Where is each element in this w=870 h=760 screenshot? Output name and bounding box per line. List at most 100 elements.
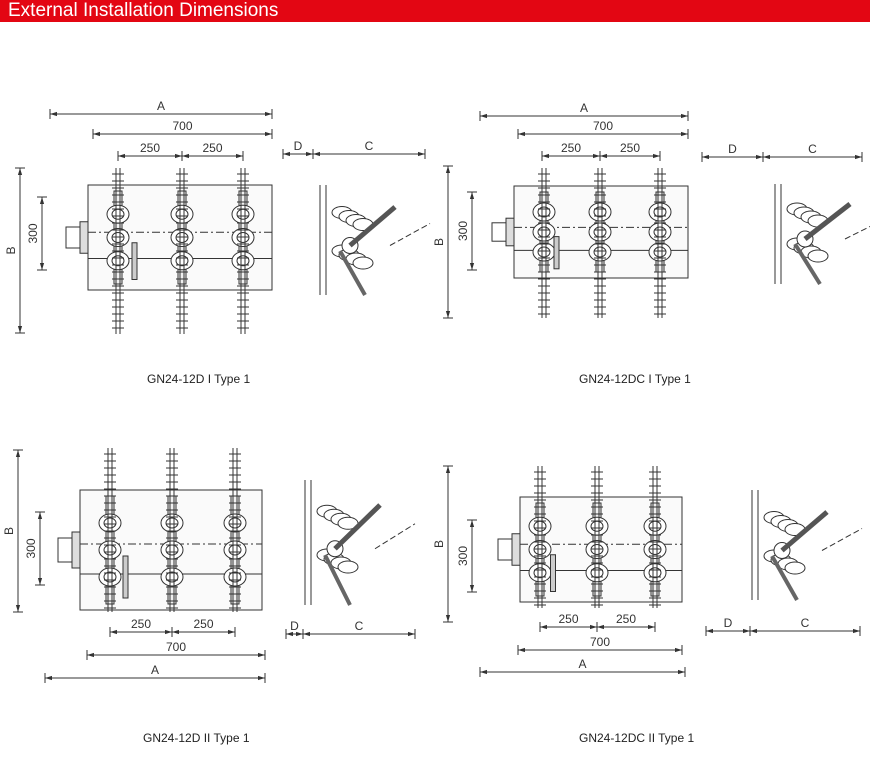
tr-front-pole-3-insulator-core [653, 206, 667, 218]
tr-front-handle-box [491, 222, 507, 242]
tr-dim-a-label: A [580, 101, 588, 115]
tr-front-pole-3-insulator [648, 222, 672, 242]
bl-front-pole-2-insulator [160, 513, 184, 533]
tr-front-operator [505, 217, 515, 247]
br-side-conductor [821, 528, 863, 551]
br-front-earth-blade [550, 554, 556, 592]
br-side-blade [780, 510, 829, 553]
tl-front-pole-2-insulator-core [175, 255, 189, 267]
br-front-pole-2-insulator [585, 563, 609, 583]
bl-side-conductor [374, 523, 416, 550]
tr-dim-700-label: 700 [593, 119, 613, 133]
bl-dim-d-label: D [290, 619, 299, 633]
tr-front-pole-2-insulator [588, 242, 612, 262]
tl-side-conductor [389, 223, 431, 246]
br-front-pole-3-insulator-core [648, 567, 662, 579]
tr-side-conductor [844, 225, 870, 240]
header-title: External Installation Dimensions [8, 0, 279, 21]
tl-front-pole-3-insulator-core [236, 255, 250, 267]
caption-gn24-12d-i: GN24-12D I Type 1 [147, 372, 251, 386]
tl-front-pole-3-insulator [231, 204, 255, 224]
tr-side-insulator [807, 249, 829, 263]
bl-dim-250b-label: 250 [193, 617, 213, 631]
bl-dim-c-label: C [355, 619, 364, 633]
bl-front-pole-3-insulator [223, 513, 247, 533]
tr-dim-c-label: C [808, 142, 817, 156]
br-side-earth-arm [770, 555, 799, 601]
tr-front-pole-3-insulator [648, 242, 672, 262]
tr-front-pole-1-insulator-core [537, 246, 551, 258]
bl-front-pole-3-insulator-core [228, 517, 242, 529]
tl-front-operator [79, 221, 89, 254]
br-dim-700-label: 700 [590, 635, 610, 649]
tl-dim-b-label: B [4, 246, 18, 254]
tl-side-earth-arm [338, 250, 367, 296]
tl-front-pole-1-insulator-core [111, 255, 125, 267]
tl-dim-700-label: 700 [172, 119, 192, 133]
br-front-pole-1-insulator [528, 563, 552, 583]
tr-front-pole-1-insulator [532, 202, 556, 222]
tl-side-insulator [352, 256, 374, 270]
tl-dim-250a-label: 250 [140, 141, 160, 155]
tr-front-pole-2-insulator [588, 202, 612, 222]
caption-gn24-12dc-i: GN24-12DC I Type 1 [579, 372, 691, 386]
br-dim-d-label: D [724, 616, 733, 630]
br-dim-250b-label: 250 [616, 612, 636, 626]
bl-side-blade [333, 503, 382, 551]
br-front-pole-1-insulator-core [533, 567, 547, 579]
bl-front-earth-blade [122, 555, 129, 599]
br-dim-a-label: A [578, 657, 586, 671]
tl-dim-250b-label: 250 [202, 141, 222, 155]
tr-side-blade [803, 202, 852, 241]
tl-front-pole-1-insulator [106, 251, 130, 271]
tr-front-earth-blade [553, 236, 560, 270]
tl-front-pole-3-insulator [231, 251, 255, 271]
br-front-pole-3-insulator [643, 563, 667, 583]
tl-front-earth-blade [131, 242, 138, 280]
br-dim-300-label: 300 [456, 546, 470, 566]
tr-front-pole-1-insulator [532, 222, 556, 242]
tl-dim-c-label: C [365, 139, 374, 153]
bl-dim-300-label: 300 [24, 538, 38, 558]
bl-front-pole-1-insulator-core [103, 517, 117, 529]
header-banner: External Installation Dimensions [0, 0, 870, 22]
tr-front-pole-2-insulator-core [593, 246, 607, 258]
tl-front-handle-box [65, 226, 81, 249]
tl-dim-a-label: A [157, 99, 165, 113]
br-front-pole-1-insulator [528, 516, 552, 536]
bl-front-pole-3-insulator-core [228, 571, 242, 583]
caption-gn24-12dc-ii: GN24-12DC II Type 1 [579, 731, 695, 745]
br-side-insulator [784, 561, 806, 575]
bl-side-earth-arm [323, 554, 352, 606]
br-front-handle-box [497, 538, 513, 561]
bl-front-pole-2-insulator [160, 540, 184, 560]
tr-front-pole-2-insulator-core [593, 206, 607, 218]
bl-front-pole-3-insulator [223, 540, 247, 560]
bl-front-pole-1-insulator-core [103, 571, 117, 583]
br-front-pole-3-insulator [643, 516, 667, 536]
tr-front-pole-3-insulator-core [653, 246, 667, 258]
bl-front-pole-3-insulator [223, 567, 247, 587]
bl-dim-b-label: B [2, 527, 16, 535]
bl-dim-700-label: 700 [166, 640, 186, 654]
tr-dim-250b-label: 250 [620, 141, 640, 155]
br-dim-b-label: B [432, 540, 446, 548]
bl-side-insulator [337, 560, 359, 574]
tr-front-pole-2-insulator [588, 222, 612, 242]
caption-gn24-12d-ii: GN24-12D II Type 1 [143, 731, 250, 745]
tl-dim-300-label: 300 [26, 223, 40, 243]
tl-front-pole-2-insulator [170, 251, 194, 271]
tr-dim-d-label: D [728, 142, 737, 156]
tr-front-pole-1-insulator-core [537, 206, 551, 218]
bl-front-pole-1-insulator [98, 513, 122, 533]
br-front-pole-2-insulator [585, 516, 609, 536]
br-front-operator [511, 533, 521, 566]
bl-front-handle-box [57, 537, 73, 563]
bl-dim-250a-label: 250 [131, 617, 151, 631]
bl-front-pole-1-insulator [98, 567, 122, 587]
bl-front-pole-2-insulator-core [165, 517, 179, 529]
tl-front-pole-2-insulator [170, 204, 194, 224]
tr-front-pole-3-insulator [648, 202, 672, 222]
bl-front-pole-2-insulator-core [165, 571, 179, 583]
